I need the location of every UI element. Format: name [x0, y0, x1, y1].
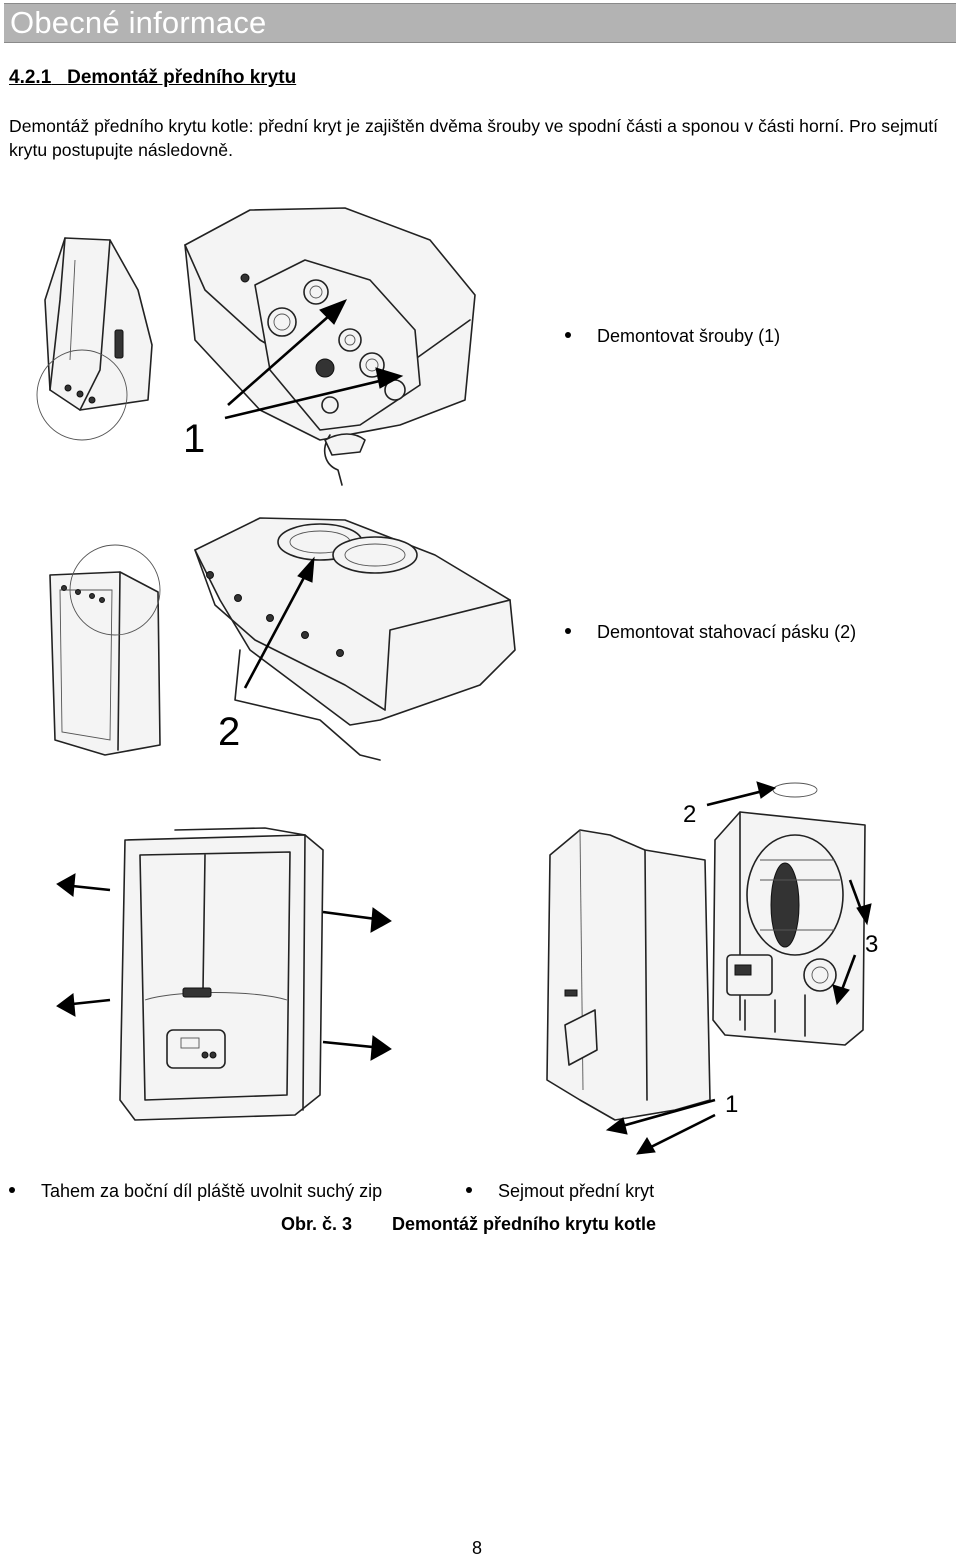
figure-title: Demontáž předního krytu kotle [392, 1214, 657, 1234]
bullet-dot [9, 1187, 15, 1194]
figure-label: Obr. č. 3 [281, 1214, 353, 1234]
callout-one-b: 1 [725, 1091, 738, 1118]
step-4-text: Sejmout přední kryt [498, 1181, 655, 1201]
step-3-text: Tahem za boční díl pláště uvolnit suchý … [41, 1181, 383, 1201]
intro-paragraph: Demontáž předního krytu kotle: přední kr… [9, 116, 939, 160]
step-1: Demontovat šrouby (1) [565, 326, 780, 347]
boiler-front-view [119, 827, 324, 1121]
boiler-top-view [194, 517, 516, 761]
section-title: Demontáž předního krytu [67, 67, 297, 88]
illustration-screws: 1 [36, 207, 476, 486]
small-boiler-side-view [36, 237, 153, 441]
header-title: Obecné informace [10, 5, 267, 40]
small-boiler-front-view [49, 544, 161, 756]
front-cover [546, 829, 711, 1121]
page-number: 8 [472, 1538, 483, 1557]
boiler-internals [712, 782, 866, 1046]
callout-three: 3 [865, 931, 878, 958]
bullet-dot [565, 628, 571, 635]
illustration-pull-sides [56, 827, 392, 1121]
step-2-text: Demontovat stahovací pásku (2) [597, 622, 857, 642]
callout-two-b: 2 [683, 801, 696, 828]
bullet-dot [565, 332, 571, 339]
bullet-dot [466, 1187, 472, 1194]
step-3: Tahem za boční díl pláště uvolnit suchý … [9, 1181, 382, 1202]
header-bar: Obecné informace [4, 3, 956, 43]
boiler-bottom-view [184, 207, 476, 486]
callout-one: 1 [183, 417, 205, 461]
illustration-remove-cover: 2 3 1 [546, 781, 878, 1155]
step-2: Demontovat stahovací pásku (2) [565, 622, 856, 643]
pull-arrows [56, 873, 392, 1061]
section-number: 4.2.1 [9, 67, 52, 88]
step-1-text: Demontovat šrouby (1) [597, 326, 781, 346]
section-heading: 4.2.1 Demontáž předního krytu [9, 67, 296, 89]
step-4: Sejmout přední kryt [466, 1181, 654, 1202]
illustration-zip-tie: 2 [49, 517, 516, 761]
callout-two: 2 [218, 710, 240, 754]
